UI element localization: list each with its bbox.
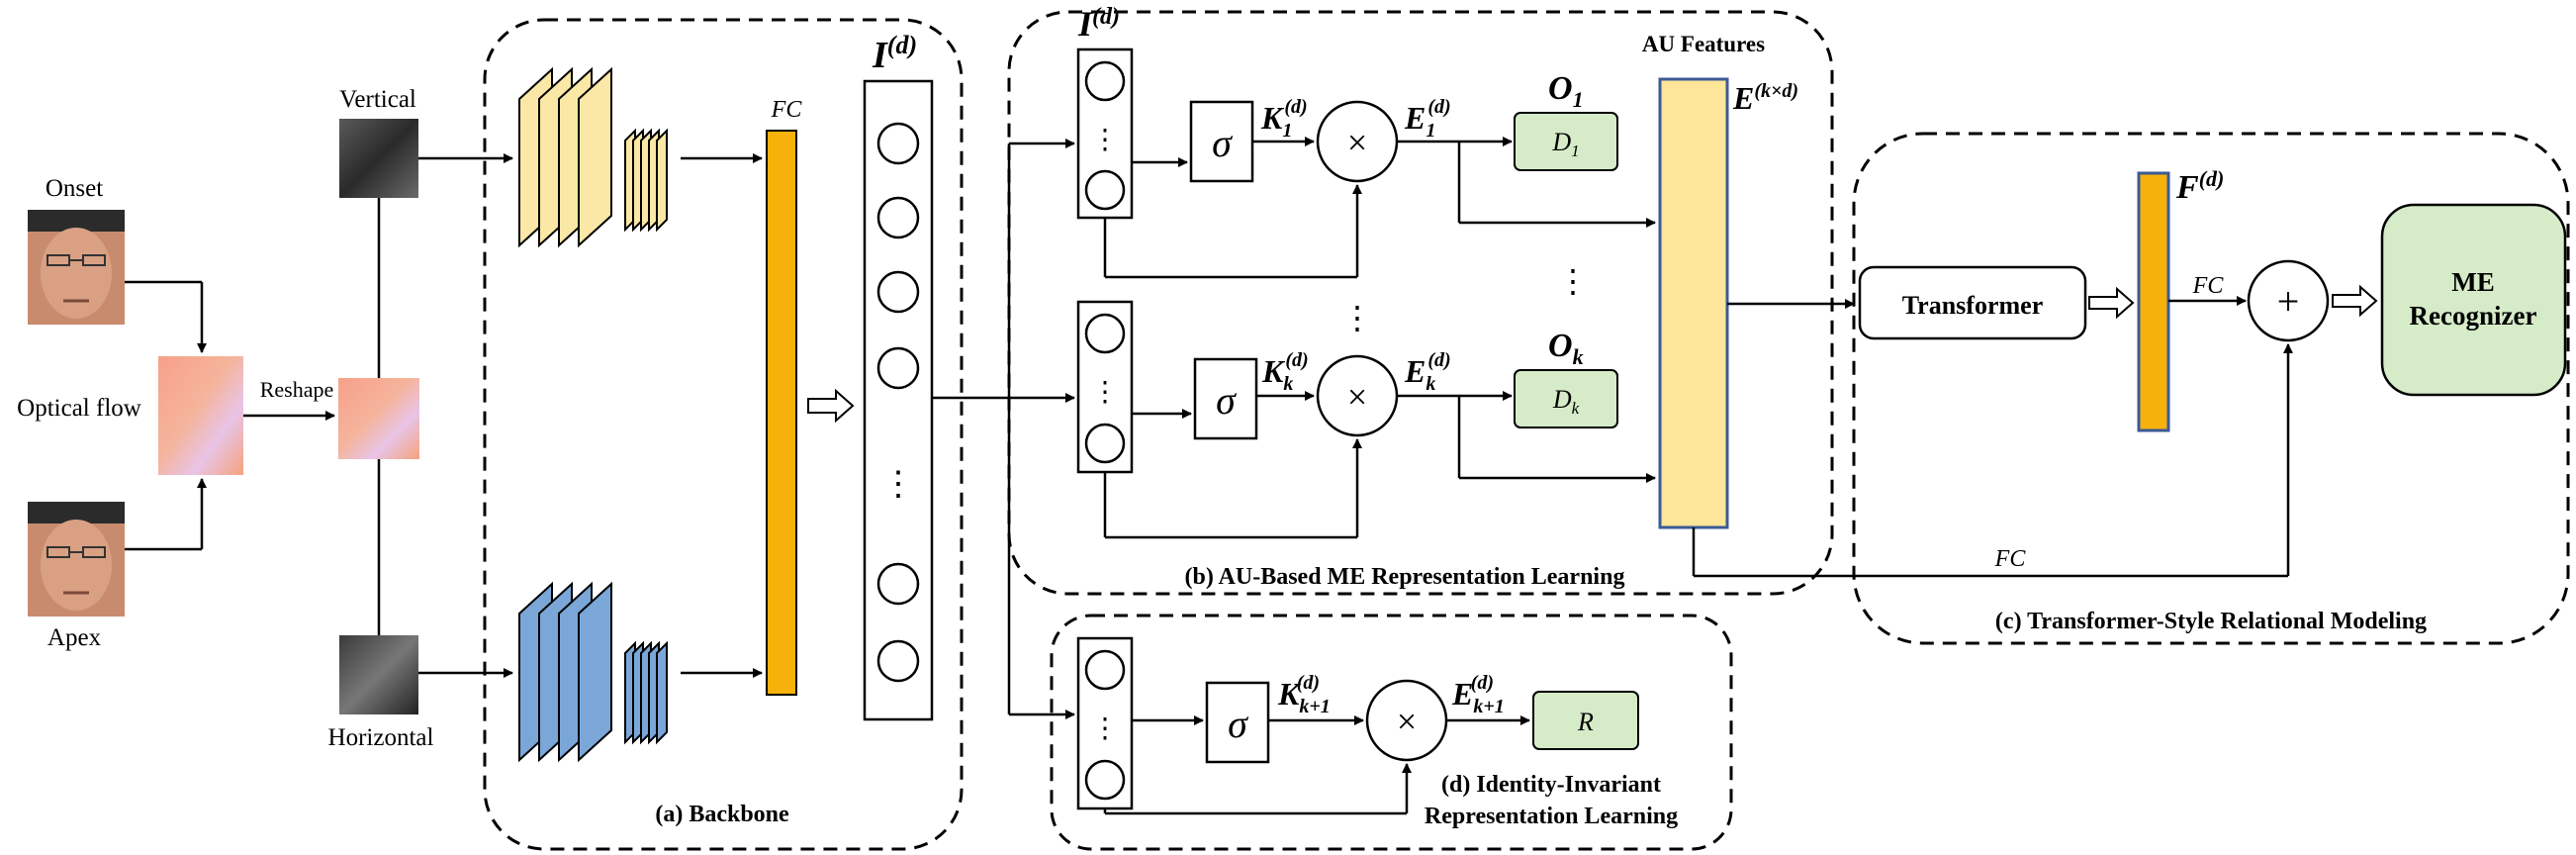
optical-flow-image bbox=[158, 356, 243, 475]
transformer-box bbox=[1858, 265, 2087, 340]
relational-fc-label: FC bbox=[2192, 273, 2225, 299]
au-features-label: AU Features bbox=[1642, 32, 1765, 56]
au-feature-label: I(d) bbox=[1077, 4, 1120, 44]
horizontal-label: Horizontal bbox=[328, 724, 434, 751]
apex-label: Apex bbox=[47, 624, 102, 651]
svg-text:+: + bbox=[2277, 279, 2300, 324]
e-kxd-label: E(k×d) bbox=[1732, 80, 1798, 116]
svg-text:R: R bbox=[1577, 708, 1594, 736]
o1-label: O1 bbox=[1548, 70, 1584, 112]
svg-text:Recognizer: Recognizer bbox=[2410, 301, 2537, 331]
ek-label: Ek(d) bbox=[1404, 349, 1451, 395]
reshaped-flow-image bbox=[338, 378, 419, 459]
svg-text:⋮: ⋮ bbox=[1341, 300, 1373, 335]
svg-text:ME: ME bbox=[2451, 267, 2495, 297]
ok-label: Ok bbox=[1548, 328, 1584, 369]
fc-to-feature-arrow bbox=[807, 388, 855, 424]
identity-module-region bbox=[1050, 614, 1733, 851]
backbone-caption: (a) Backbone bbox=[655, 802, 789, 827]
kk-label: Kk(d) bbox=[1261, 349, 1309, 395]
svg-text:D1: D1 bbox=[1551, 128, 1579, 160]
optical-flow-label: Optical flow bbox=[17, 395, 141, 422]
au-module-caption: (b) AU-Based ME Representation Learning bbox=[1185, 564, 1625, 590]
backbone-region bbox=[483, 18, 964, 851]
au-branch1-sigmoid bbox=[1189, 100, 1254, 183]
horizontal-conv-stack bbox=[518, 581, 668, 763]
svg-text:⋮: ⋮ bbox=[1091, 377, 1119, 408]
identity-sigmoid bbox=[1205, 681, 1270, 764]
identity-caption-line1: (d) Identity-Invariant bbox=[1441, 772, 1661, 798]
svg-text:×: × bbox=[1347, 123, 1367, 162]
e-plus1-label: Ek+1(d) bbox=[1451, 672, 1505, 717]
k1-label: K1(d) bbox=[1260, 96, 1308, 142]
f-feature-layer bbox=[2137, 171, 2170, 432]
backbone-feature-vector bbox=[863, 79, 934, 721]
reshape-label: Reshape bbox=[260, 377, 334, 402]
svg-text:σ: σ bbox=[1212, 121, 1233, 165]
svg-text:⋮: ⋮ bbox=[1091, 125, 1119, 155]
svg-text:×: × bbox=[1347, 377, 1367, 417]
svg-text:σ: σ bbox=[1216, 378, 1237, 423]
e1-label: E1(d) bbox=[1404, 96, 1451, 142]
svg-text:σ: σ bbox=[1228, 702, 1248, 746]
transformer-to-f-arrow bbox=[2088, 286, 2135, 320]
onset-label: Onset bbox=[46, 175, 103, 202]
vertical-label: Vertical bbox=[339, 86, 416, 113]
d1-box bbox=[1514, 112, 1618, 171]
au-features-column bbox=[1658, 77, 1729, 529]
svg-text:⋮: ⋮ bbox=[1091, 713, 1119, 744]
identity-caption-line2: Representation Learning bbox=[1425, 804, 1678, 829]
feature-vector-nodes bbox=[876, 122, 920, 683]
svg-text:×: × bbox=[1397, 702, 1417, 741]
relational-module-region bbox=[1852, 132, 2570, 645]
backbone-feature-label: I(d) bbox=[872, 31, 917, 76]
fc-shortcut-label: FC bbox=[1994, 546, 2027, 572]
add-to-recognizer-arrow bbox=[2332, 284, 2378, 318]
backbone-fc-label: FC bbox=[771, 97, 803, 123]
svg-text:⋮: ⋮ bbox=[1557, 263, 1589, 299]
vertical-flow-image bbox=[339, 119, 418, 198]
r-box bbox=[1532, 691, 1639, 750]
feature-vector-ellipsis: ⋮ bbox=[881, 466, 915, 503]
add-node bbox=[2247, 259, 2330, 342]
k-plus1-label: Kk+1(d) bbox=[1277, 672, 1331, 717]
svg-text:Dk: Dk bbox=[1552, 385, 1580, 418]
dk-box bbox=[1514, 369, 1618, 428]
svg-text:Transformer: Transformer bbox=[1902, 291, 2043, 320]
me-recognizer-box bbox=[2380, 203, 2567, 397]
vertical-conv-stack bbox=[518, 66, 668, 248]
f-label: F(d) bbox=[2175, 166, 2224, 206]
backbone-fc-layer bbox=[766, 130, 797, 696]
horizontal-flow-image bbox=[339, 635, 418, 714]
onset-face-image bbox=[28, 210, 125, 325]
au-branchk-sigmoid bbox=[1193, 357, 1258, 440]
apex-face-image bbox=[28, 502, 125, 617]
relational-caption: (c) Transformer-Style Relational Modelin… bbox=[1995, 609, 2427, 634]
